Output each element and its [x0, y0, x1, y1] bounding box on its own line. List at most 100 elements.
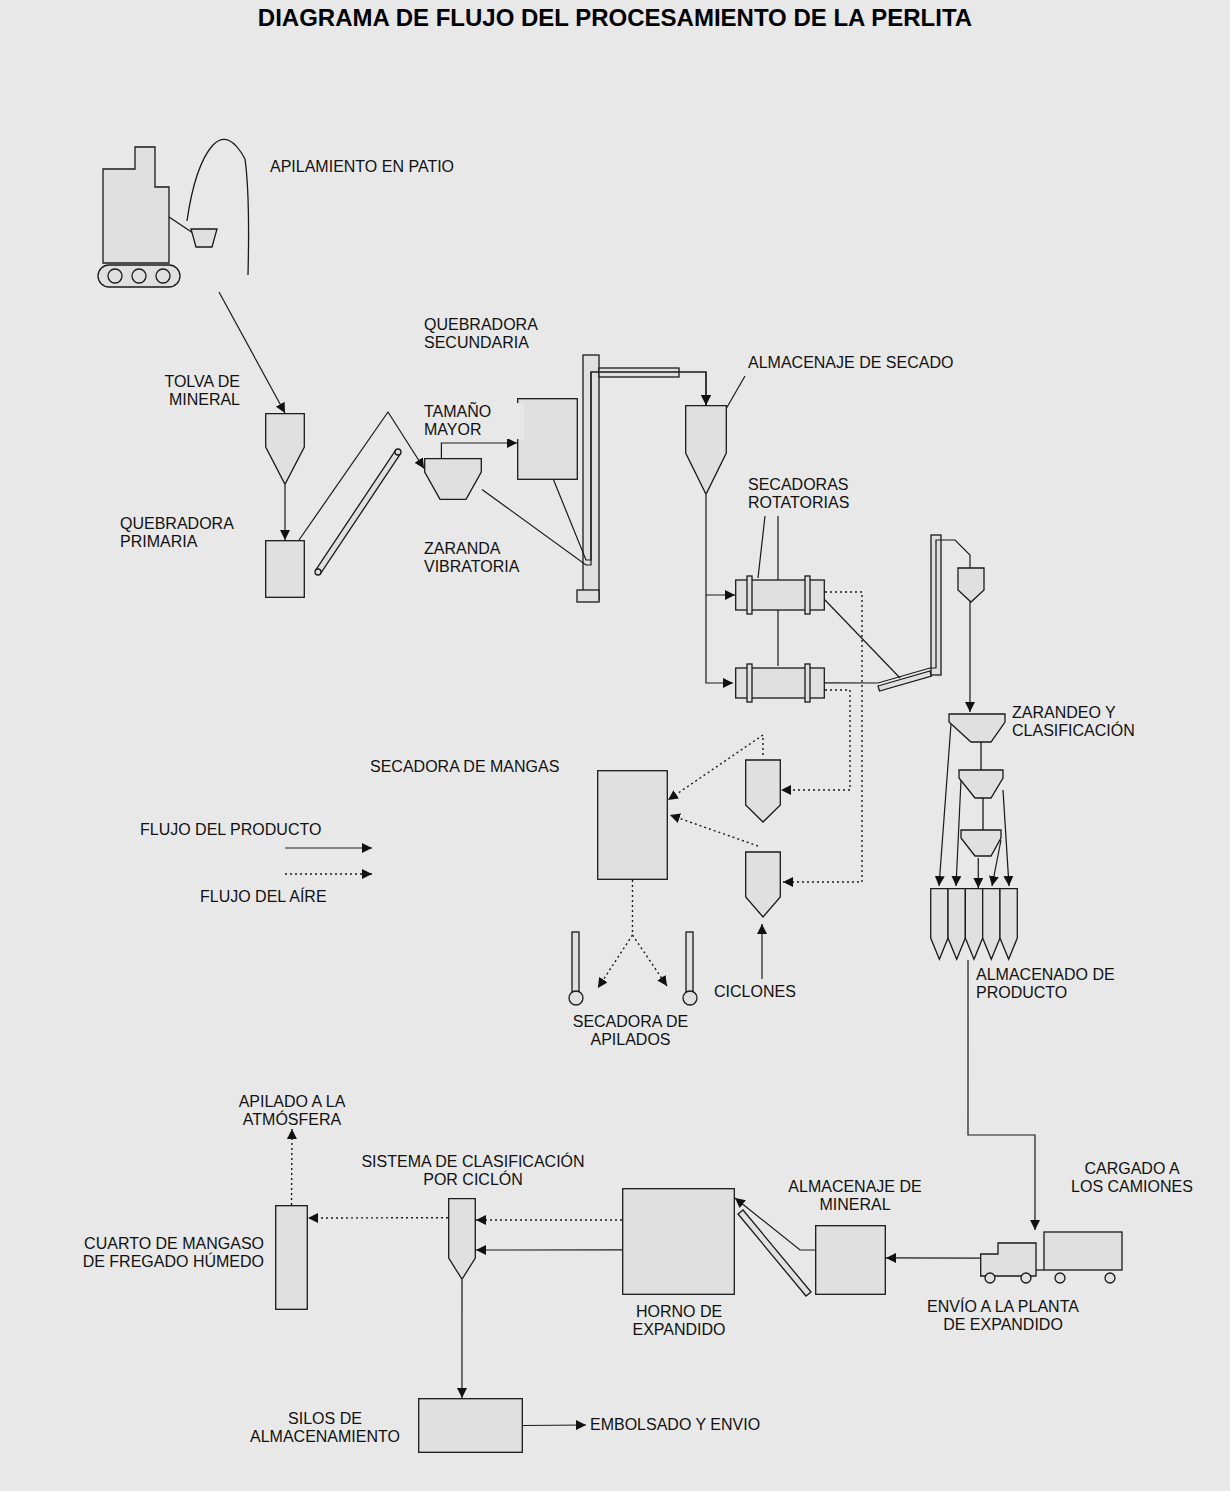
wet-scrubber-room-outline [275, 1205, 308, 1310]
air-flow-arrow [291, 1129, 293, 1205]
dryer-feed-bin-outline [685, 405, 727, 495]
pointer-arrow [761, 924, 762, 979]
kiln-conveyor [738, 1210, 811, 1296]
belt-conveyor [315, 569, 321, 575]
classifier-cyclone-outline [448, 1198, 476, 1280]
product-flow-arrow [706, 495, 735, 595]
equipment-label: HORNO DE EXPANDIDO [620, 1303, 738, 1339]
cyclones-outline [746, 760, 781, 822]
ore-storage: ALMACENAJE DE MINERAL [815, 1225, 886, 1295]
ore-hopper-outline [266, 414, 305, 485]
equipment-label: ZARANDEO Y CLASIFICACIÓN [1012, 704, 1157, 740]
truck-outline [1021, 1273, 1031, 1283]
loader-and-stockpile-outline [132, 269, 146, 283]
truck: CARGADO A LOS CAMIONESENVÍO A LA PLANTA … [980, 1230, 1124, 1285]
screening-classification-outline [949, 714, 1005, 742]
product-silos-outline [948, 889, 965, 960]
ore-storage-outline [815, 1225, 886, 1295]
ore-hopper: TOLVA DE MINERAL [265, 413, 305, 485]
product-silos-outline [965, 889, 982, 960]
surge-hopper [958, 568, 984, 602]
vibrating-screen-outline [425, 459, 482, 500]
loader-and-stockpile-outline [103, 147, 169, 263]
equipment-label: SECADORAS ROTATORIAS [748, 476, 878, 512]
truck-outline [1036, 1269, 1044, 1270]
secondary-crusher-outline [518, 399, 578, 480]
equipment-label: CARGADO A LOS CAMIONES [1069, 1160, 1195, 1196]
air-flow-arrow [598, 880, 633, 988]
bagging-text: EMBOLSADO Y ENVIO [586, 1416, 760, 1434]
product-flow-arrow [978, 858, 979, 888]
screening-classification-outline [961, 830, 1001, 856]
product-silos: ALMACENADO DE PRODUCTO [930, 888, 1018, 960]
product-silos-outline [1000, 889, 1017, 960]
equipment-label: SECADORA DE MANGAS [370, 758, 590, 776]
leader-line [758, 516, 765, 578]
belt-conveyor [315, 449, 401, 575]
equipment-label: QUEBRADORA PRIMARIA [120, 515, 255, 551]
product-flow-arrow [523, 1424, 586, 1426]
equipment-label: APILAMIENTO EN PATIO [270, 158, 510, 176]
product-flow-arrow [441, 443, 517, 458]
legend-sample [285, 848, 372, 874]
kiln-conveyor [738, 1210, 811, 1296]
loader-and-stockpile: APILAMIENTO EN PATIO [95, 125, 250, 292]
vibrating-screen-outline [424, 458, 482, 500]
product-flow-arrow [476, 1249, 622, 1250]
screening-classification-outline [982, 798, 983, 830]
rotary-dryers-outline [747, 664, 752, 702]
edge-label: TAMAÑO MAYOR [424, 403, 524, 439]
bucket-elevator [577, 590, 599, 602]
legend-text: FLUJO DEL AÍRE [200, 888, 327, 906]
product-flow-arrow [299, 412, 424, 540]
classifier-cyclone-outline [449, 1199, 476, 1280]
stacker-belt [572, 932, 579, 992]
air-flow-arrow [781, 690, 850, 790]
ore-storage-outline [816, 1226, 886, 1295]
ore-hopper-outline [265, 413, 305, 485]
storage-silos-outline [419, 1399, 523, 1453]
loader-and-stockpile-outline [187, 139, 249, 275]
loader-and-stockpile-outline [191, 229, 217, 247]
truck-outline [1105, 1273, 1115, 1283]
classifier-cyclone: SISTEMA DE CLASIFICACIÓN POR CICLÓN [448, 1198, 476, 1280]
product-silos-outline [931, 889, 948, 960]
cyclones-outline [745, 755, 781, 920]
bucket-elevator [577, 355, 679, 602]
rotary-dryers-outline [805, 576, 810, 614]
baghouse: SECADORA DE MANGAS [597, 770, 668, 880]
legend-sample [285, 873, 372, 874]
storage-silos-outline [418, 1398, 523, 1453]
node-text: APILADO A LA ATMÓSFERA [227, 1093, 357, 1129]
product-silos-outline [983, 889, 1000, 960]
truck-outline [1044, 1232, 1122, 1270]
diagram-title: DIAGRAMA DE FLUJO DEL PROCESAMIENTO DE L… [0, 4, 1230, 32]
product-flow-arrow [825, 540, 970, 712]
stack-rollers-outline [568, 988, 698, 1008]
loader-and-stockpile-outline [98, 265, 180, 287]
rotary-dryers-outline [735, 574, 825, 704]
storage-silos: SILOS DE ALMACENAMIENTO [418, 1398, 523, 1453]
secondary-crusher-outline [517, 398, 578, 480]
truck-outline [981, 1243, 1036, 1276]
rotary-dryers-outline [747, 576, 752, 614]
feed-branch [706, 595, 733, 683]
stack-rollers-outline [683, 991, 697, 1005]
screen-discharge [939, 724, 951, 886]
equipment-label: TOLVA DE MINERAL [130, 373, 240, 409]
belt-conveyor [316, 450, 401, 573]
dryer-feed-bin: ALMACENAJE DE SECADO [685, 405, 727, 495]
expansion-furnace: HORNO DE EXPANDIDO [622, 1188, 735, 1295]
screening-classification-outline [980, 742, 981, 770]
truck-outline [985, 1273, 995, 1283]
loader-and-stockpile-outline [108, 269, 122, 283]
air-duct [670, 815, 758, 846]
surge-hopper [958, 568, 984, 602]
equipment-label: QUEBRADORA SECUNDARIA [424, 316, 564, 352]
primary-crusher-outline [266, 541, 305, 598]
expansion-furnace-outline [623, 1189, 735, 1295]
air-duct [633, 935, 668, 986]
legend-text: FLUJO DEL PRODUCTO [140, 821, 321, 839]
equipment-label: CUARTO DE MANGASO DE FREGADO HÚMEDO [72, 1235, 264, 1271]
